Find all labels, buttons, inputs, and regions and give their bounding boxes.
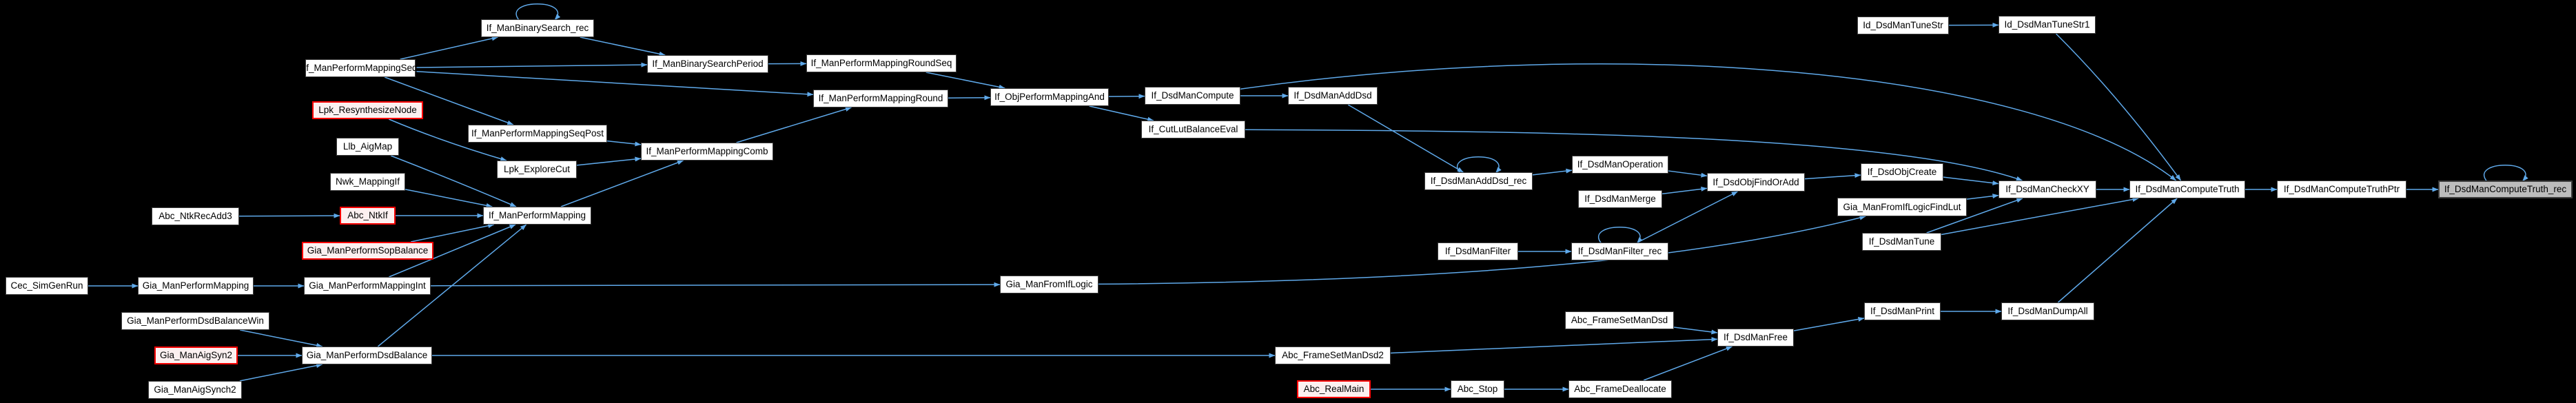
self-loop-edge-if_dsdmanfilter_rec [1598,227,1643,244]
call-edge-if_manperformmappingseqpost-to-if_manperformmappingcomb [606,140,642,147]
call-edge-lpk_resynthesizenode-to-lpk_explorecut [388,118,507,161]
node-if_dsdmanfilter_rec[interactable]: If_DsdManFilter_rec [1571,242,1668,260]
node-gia_manperformdsdbalance[interactable]: Gia_ManPerformDsdBalance [302,347,432,364]
node-if_dsdmanoperation[interactable]: If_DsdManOperation [1572,156,1668,174]
node-if_manperformmappingseq[interactable]: If_ManPerformMappingSeq [303,59,418,77]
call-edge-if_manbinarysearch_rec-to-if_manbinarysearchperiod [580,37,666,56]
node-id_dsdmantunestr1[interactable]: Id_DsdManTuneStr1 [1999,16,2096,34]
node-if_dsdmandumpall[interactable]: If_DsdManDumpAll [2001,302,2094,320]
call-edge-abc_framedeallocate-to-if_dsdmanfree [1643,346,1732,381]
call-edge-if_manperformmapping-to-if_manperformmappingcomb [560,160,684,207]
node-if_manperformmappingroundseq[interactable]: If_ManPerformMappingRoundSeq [806,54,957,72]
call-edge-if_manperformmappingseq-to-if_manperformmappingseqpost [384,76,514,125]
node-abc_framedeallocate[interactable]: Abc_FrameDeallocate [1568,380,1672,398]
node-if_manperformmappingseqpost[interactable]: If_ManPerformMappingSeqPost [468,125,607,143]
call-edge-if_dsdobjfindoradd-to-if_dsdobjcreate [1804,173,1861,180]
call-edge-if_manperformmappingseq-to-if_manbinarysearchperiod [415,62,648,68]
call-edge-if_dsdmanoperation-to-if_dsdobjfindoradd [1668,170,1708,178]
call-edge-nwk_mappingif-to-if_manperformmapping [405,189,493,208]
node-if_dsdmanprint[interactable]: If_DsdManPrint [1864,302,1941,320]
call-edge-abc_framesetmandsd2-to-if_dsdmanfree [1390,337,1718,354]
node-abc_framesetmandsd2[interactable]: Abc_FrameSetManDsd2 [1275,347,1391,364]
call-edge-id_dsdmantunestr1-to-if_dsdmancomputetruth [2056,33,2182,181]
call-edge-if_dsdmantune-to-if_dsdmancheckxy [1926,198,2023,234]
node-abc_framesetmandsd[interactable]: Abc_FrameSetManDsd [1565,311,1674,329]
call-edge-if_dsdobjcreate-to-if_dsdmancheckxy [1943,176,1999,186]
node-gia_manaigsynch2[interactable]: Gia_ManAigSynch2 [148,381,242,399]
node-if_dsdmancompute[interactable]: If_DsdManCompute [1145,87,1240,105]
node-if_dsdmanmerge[interactable]: If_DsdManMerge [1578,190,1662,208]
call-edge-if_dsdmantune-to-if_dsdmancomputetruth [1941,197,2139,236]
node-if_dsdmanfilter[interactable]: If_DsdManFilter [1438,242,1518,260]
call-edge-gia_manperformmappingint-to-gia_manfromiflogic [430,282,1001,287]
node-if_dsdmanadddsd_rec[interactable]: If_DsdManAddDsd_rec [1424,172,1533,190]
node-gia_manperformsopbalance[interactable]: Gia_ManPerformSopBalance [302,242,433,260]
call-edge-llb_aigmap-to-if_manperformmapping [390,155,517,207]
call-edge-gia_manperformmappingint-to-if_manperformmapping [389,224,516,278]
node-if_objperformmappingand[interactable]: If_ObjPerformMappingAnd [990,88,1109,106]
node-lpk_resynthesizenode[interactable]: Lpk_ResynthesizeNode [312,101,423,119]
self-loop-edge-if_manbinarysearch_rec [515,3,561,21]
call-edge-if_dsdmanfilter_rec-to-if_dsdobjfindoradd [1637,191,1738,243]
node-if_dsdobjfindoradd[interactable]: If_DsdObjFindOrAdd [1707,173,1805,192]
call-edge-if_dsdmandumpall-to-if_dsdmancomputetruth [2057,198,2178,303]
node-nwk_mappingif[interactable]: Nwk_MappingIf [330,173,405,191]
node-abc_stop[interactable]: Abc_Stop [1451,380,1504,398]
node-gia_manfromiflogicfindlut[interactable]: Gia_ManFromIfLogicFindLut [1837,198,1967,216]
call-edge-gia_manperformdsdbalancewin-to-gia_manperformdsdbalance [240,329,323,348]
node-gia_manperformmapping[interactable]: Gia_ManPerformMapping [138,277,254,295]
node-if_manperformmappingcomb[interactable]: If_ManPerformMappingComb [641,143,773,161]
call-edge-gia_manperformsopbalance-to-if_manperformmapping [411,223,495,242]
call-edge-gia_manfromiflogic-to-gia_manfromiflogicfindlut [1098,215,1866,285]
node-if_dsdmanadddsd[interactable]: If_DsdManAddDsd [1288,87,1378,105]
node-if_cutlutbalanceeval[interactable]: If_CutLutBalanceEval [1141,121,1245,138]
node-lpk_explorecut[interactable]: Lpk_ExploreCut [497,161,577,178]
node-gia_manperformdsdbalancewin[interactable]: Gia_ManPerformDsdBalanceWin [121,312,269,330]
node-if_manperformmappinground[interactable]: If_ManPerformMappingRound [813,90,948,107]
node-if_dsdmancheckxy[interactable]: If_DsdManCheckXY [1999,180,2096,198]
node-if_manbinarysearchperiod[interactable]: If_ManBinarySearchPeriod [647,55,768,73]
call-edge-lpk_explorecut-to-if_manperformmappingcomb [576,156,642,166]
node-gia_manfromiflogic[interactable]: Gia_ManFromIfLogic [1000,276,1098,293]
node-abc_ntkif[interactable]: Abc_NtkIf [340,207,396,225]
node-abc_ntkrecadd3[interactable]: Abc_NtkRecAdd3 [152,207,239,225]
call-edge-abc_framesetmandsd-to-if_dsdmanfree [1673,327,1718,335]
node-if_manperformmapping[interactable]: If_ManPerformMapping [483,207,591,225]
node-if_dsdmancomputetruth_rec[interactable]: If_DsdManComputeTruth_rec [2438,180,2573,198]
self-loop-edge-if_dsdmancomputetruth_rec [2484,165,2528,182]
call-edge-if_dsdmanmerge-to-if_dsdobjfindoradd [1662,186,1708,195]
call-edge-if_dsdmanadddsd-to-if_dsdmanadddsd_rec [1347,104,1464,173]
node-if_dsdmancomputetruthptr[interactable]: If_DsdManComputeTruthPtr [2277,180,2406,198]
call-edge-if_objperformmappingand-to-if_dsdmancompute [1108,94,1145,99]
node-llb_aigmap[interactable]: Llb_AigMap [336,138,399,156]
call-edge-gia_manfromiflogicfindlut-to-if_dsdmancheckxy [1966,194,1999,200]
call-edge-if_objperformmappingand-to-if_cutlutbalanceeval [1089,105,1154,122]
call-edge-gia_manperformdsdbalance-to-if_manperformmapping [377,224,527,347]
node-gia_manaigsyn2[interactable]: Gia_ManAigSyn2 [154,347,238,364]
call-edge-if_manperformmappingseq-to-if_manperformmappinground [415,70,814,97]
node-cec_simgenrun[interactable]: Cec_SimGenRun [6,277,88,295]
node-id_dsdmantunestr[interactable]: Id_DsdManTuneStr [1857,17,1949,34]
node-abc_realmain[interactable]: Abc_RealMain [1297,380,1371,398]
node-if_dsdmantune[interactable]: If_DsdManTune [1862,233,1941,251]
node-gia_manperformmappingint[interactable]: Gia_ManPerformMappingInt [304,277,431,295]
call-edge-if_manperformmappingcomb-to-if_manperformmappinground [736,107,852,143]
node-if_dsdobjcreate[interactable]: If_DsdObjCreate [1861,163,1943,181]
self-loop-edge-if_dsdmanadddsd_rec [1457,156,1502,174]
call-edge-if_dsdmanfree-to-if_dsdmanprint [1793,316,1865,331]
node-if_dsdmancomputetruth[interactable]: If_DsdManComputeTruth [2129,180,2245,198]
call-edge-if_manperformmappingseq-to-if_manbinarysearch_rec [400,36,498,60]
node-if_manbinarysearch_rec[interactable]: If_ManBinarySearch_rec [481,19,594,37]
call-edge-if_manperformmappingroundseq-to-if_objperformmappingand [926,72,1005,90]
call-edge-gia_manaigsynch2-to-gia_manperformdsdbalance [239,363,323,382]
call-edge-if_dsdmanadddsd_rec-to-if_dsdmanoperation [1532,168,1573,176]
node-if_dsdmanfree[interactable]: If_DsdManFree [1717,329,1794,347]
call-edge-if_dsdmancompute-to-if_dsdmancomputetruth [1240,63,2177,181]
